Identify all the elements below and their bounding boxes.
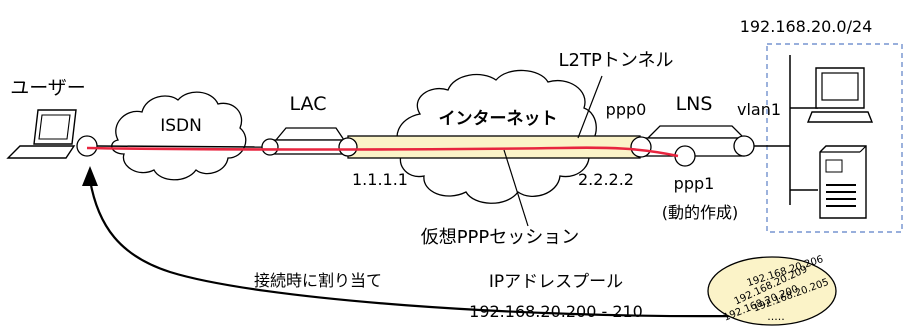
- pool-title: IPアドレスプール: [489, 272, 623, 292]
- lac-ip-label: 1.1.1.1: [352, 170, 408, 189]
- pool-range: 192.168.20.200 - 210: [469, 302, 643, 321]
- ppp0-label: ppp0: [606, 100, 647, 119]
- assign-arrowhead-icon: [82, 166, 98, 186]
- subnet-label: 192.168.20.0/24: [740, 17, 873, 36]
- isdn-label: ISDN: [160, 116, 202, 136]
- ip-pool-disc: [707, 256, 837, 326]
- ppp-session-line: [86, 146, 679, 158]
- pool-ellipsis: .....: [767, 310, 784, 323]
- lac-router-icon: [261, 127, 358, 157]
- user-to-isdn-link: [96, 145, 263, 148]
- internet-label: インターネット: [439, 109, 558, 129]
- ppp-session-leader: [503, 149, 529, 227]
- laptop-icon: [6, 109, 98, 159]
- l2tp-tunnel-leader: [577, 75, 603, 139]
- desktop-pc-icon: [806, 67, 874, 123]
- lns-label: LNS: [676, 93, 713, 115]
- l2tp-tunnel-label: L2TPトンネル: [559, 50, 674, 71]
- lns-ip-label: 2.2.2.2: [578, 170, 634, 189]
- vlan1-label: vlan1: [737, 100, 781, 119]
- ppp1-label: ppp1: [674, 174, 715, 193]
- user-label: ユーザー: [10, 77, 86, 99]
- ppp1-note: (動的作成): [662, 203, 739, 222]
- lns-router-icon: [630, 125, 755, 167]
- assign-arrow: [88, 179, 739, 318]
- subnet-box: [766, 43, 903, 233]
- ppp-session-label: 仮想PPPセッション: [421, 227, 580, 248]
- server-icon: [819, 145, 867, 219]
- assign-label: 接続時に割り当て: [254, 271, 382, 290]
- lac-label: LAC: [290, 93, 327, 115]
